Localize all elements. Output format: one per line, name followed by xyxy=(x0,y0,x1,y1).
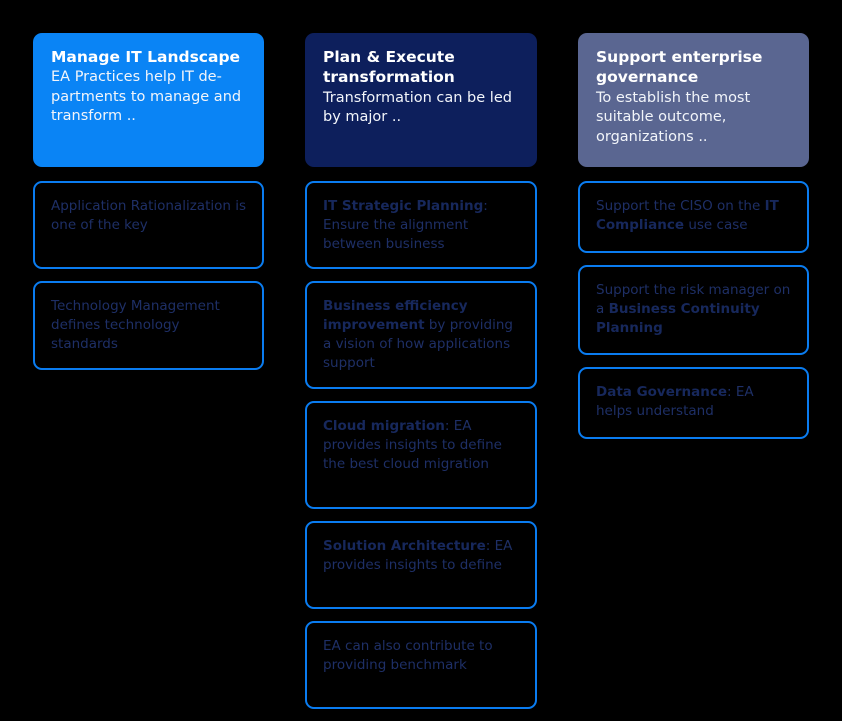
practice-card[interactable]: Solution Architecture: EA provides insig… xyxy=(305,521,537,609)
practice-card[interactable]: Application Rationalization is one of th… xyxy=(33,181,264,269)
card-bold-lead: Business Continuity Planning xyxy=(596,301,760,337)
card-bold-lead: Business efficiency improvement xyxy=(323,298,468,334)
column-manage-it-landscape: Manage IT Landscape EA Practices help IT… xyxy=(33,33,264,382)
practice-card[interactable]: Support the CISO on the IT Compliance us… xyxy=(578,181,809,253)
header-card-support-enterprise-governance[interactable]: Support enterprise governance To establi… xyxy=(578,33,809,167)
card-bold-lead: IT Strategic Planning xyxy=(323,198,484,214)
header-card-plan-execute-transformation[interactable]: Plan & Execute transformation Transforma… xyxy=(305,33,537,167)
header-title: Support enterprise governance xyxy=(596,48,763,87)
practice-card[interactable]: Support the risk manager on a Business C… xyxy=(578,265,809,355)
header-subtitle: EA Practices help IT de-partments to man… xyxy=(51,69,242,125)
column-plan-execute-transformation: Plan & Execute transformation Transforma… xyxy=(305,33,537,721)
card-text: Application Rationalization is one of th… xyxy=(51,198,247,234)
card-text: use case xyxy=(684,217,748,234)
practice-card[interactable]: IT Strategic Planning: Ensure the alignm… xyxy=(305,181,537,269)
card-bold-lead: IT Compliance xyxy=(596,198,779,234)
practice-card[interactable]: Business efficiency improvement by provi… xyxy=(305,281,537,389)
card-text: Technology Management defines technology… xyxy=(51,298,220,353)
header-title: Manage IT Landscape xyxy=(51,48,241,66)
card-text-prefix: Support the risk manager on a xyxy=(596,282,791,318)
header-card-manage-it-landscape[interactable]: Manage IT Landscape EA Practices help IT… xyxy=(33,33,264,167)
practice-card[interactable]: EA can also contribute to providing benc… xyxy=(305,621,537,709)
card-bold-lead: Solution Architecture xyxy=(323,538,486,554)
card-bold-lead: Data Governance xyxy=(596,384,728,400)
card-text: by providing a vision of how application… xyxy=(323,317,513,372)
practice-card[interactable]: Cloud migration: EA provides insights to… xyxy=(305,401,537,509)
practice-card[interactable]: Data Governance: EA helps understand xyxy=(578,367,809,439)
card-text: : Ensure the alignment between business xyxy=(323,198,488,253)
column-support-enterprise-governance: Support enterprise governance To establi… xyxy=(578,33,809,451)
card-bold-lead: Cloud migration xyxy=(323,418,445,434)
header-title: Plan & Execute transformation xyxy=(323,48,455,87)
card-text: : EA provides insights to define xyxy=(323,538,513,574)
card-text-prefix: Support the CISO on the xyxy=(596,198,765,214)
card-text: EA can also contribute to providing benc… xyxy=(323,638,493,674)
card-text: : EA provides insights to define the bes… xyxy=(323,418,502,473)
practice-card[interactable]: Technology Management defines technology… xyxy=(33,281,264,370)
header-subtitle: To establish the most suitable outcome, … xyxy=(596,89,751,145)
header-subtitle: Transformation can be led by major .. xyxy=(323,89,512,126)
card-text: : EA helps understand xyxy=(596,384,754,420)
